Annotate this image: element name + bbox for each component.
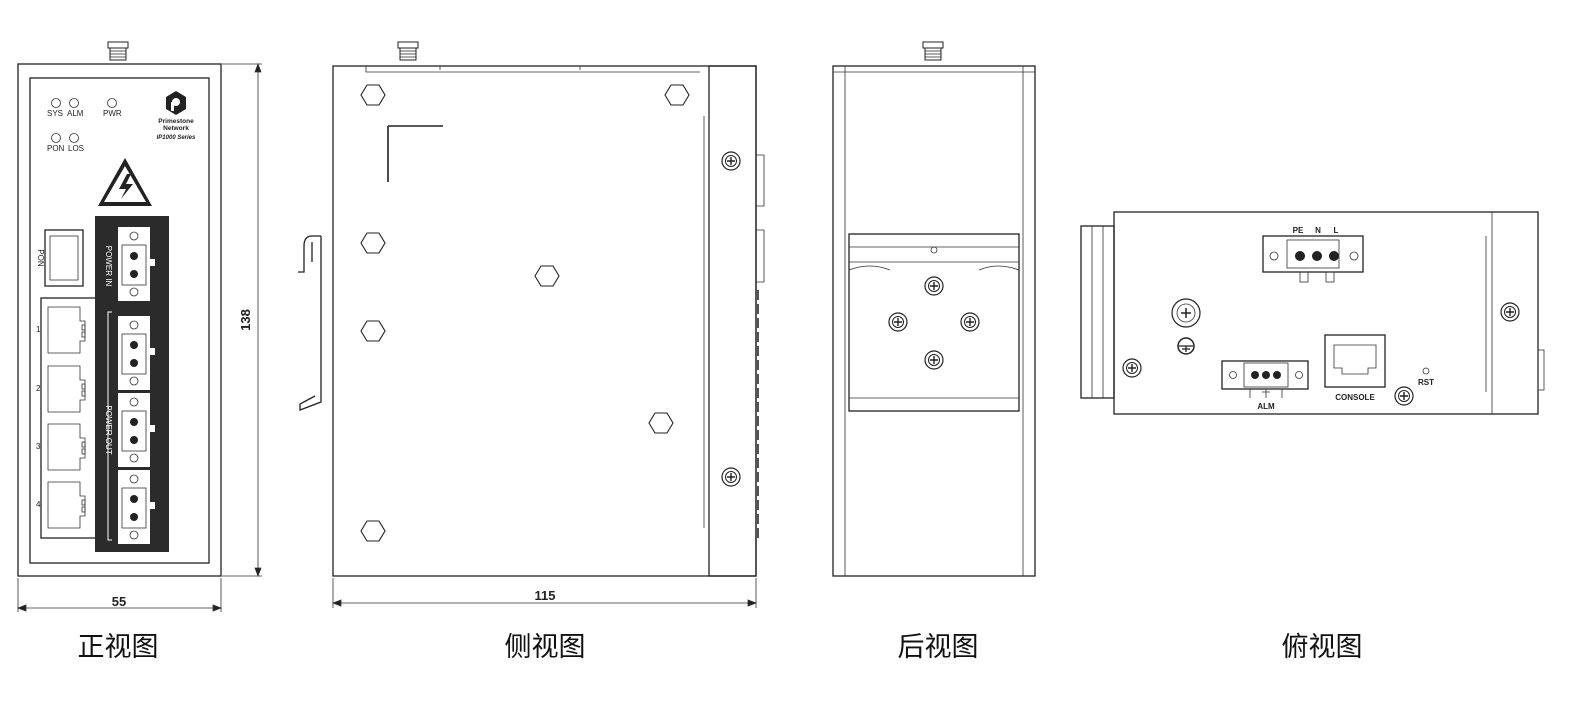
terminal-v-minus: V- (N) xyxy=(171,272,189,279)
port-number-2: 2 xyxy=(36,384,41,393)
brand-name: Primestone xyxy=(158,118,194,125)
series-label: IP1000 Series xyxy=(157,135,196,141)
top-view: PE N L ALM CONSOLE RST xyxy=(1080,211,1545,415)
terminal-v-plus: V+ (L) xyxy=(171,254,190,261)
caption-side-view: 侧视图 xyxy=(504,632,586,663)
front-dimensions xyxy=(16,62,262,612)
caption-back-view: 后视图 xyxy=(897,632,979,663)
alarm-terminal xyxy=(1221,360,1309,390)
side-hex-nuts xyxy=(360,84,690,542)
ethernet-ports xyxy=(47,306,86,529)
caption-top-view: 俯视图 xyxy=(1281,632,1363,663)
front-outer-frame xyxy=(17,63,222,577)
caption-front-view: 正视图 xyxy=(77,632,159,663)
side-screws xyxy=(721,151,741,487)
brand-network: Network xyxy=(163,125,189,132)
width-dimension: 55 xyxy=(112,594,126,609)
brand-logo-icon xyxy=(166,91,186,115)
side-view: 115 xyxy=(298,41,765,608)
n-label: N xyxy=(1315,226,1321,235)
led-pon-label: PON xyxy=(47,144,65,153)
port-number-3: 3 xyxy=(36,442,41,451)
terminal-v2-minus: V2- (N) xyxy=(171,435,194,442)
terminal-v2-plus: V2+ (L) xyxy=(171,416,194,423)
ground-screw-icon xyxy=(1171,298,1201,355)
port-number-4: 4 xyxy=(36,500,41,509)
height-dimension: 138 xyxy=(238,309,253,331)
high-voltage-warning-icon xyxy=(98,158,152,206)
din-rail-clip xyxy=(298,235,322,411)
back-view xyxy=(832,41,1036,577)
pe-label: PE xyxy=(1293,226,1304,235)
l-label: L xyxy=(1334,226,1339,235)
terminal-v1-plus: V1+ (L) xyxy=(171,339,194,346)
depth-dimension: 115 xyxy=(535,588,556,603)
reset-button xyxy=(1422,367,1430,375)
led-pwr-label: PWR xyxy=(103,109,122,118)
back-outer-frame xyxy=(832,65,1036,577)
power-input-terminal xyxy=(1262,235,1364,273)
ethernet-port-block xyxy=(40,297,98,539)
terminal-v1-minus: V1- (N) xyxy=(171,358,194,365)
din-rail-mount xyxy=(848,233,1020,412)
led-los-label: LOS xyxy=(68,144,84,153)
led-alm-label: ALM xyxy=(67,109,84,118)
power-in-label: POWER IN xyxy=(104,246,113,287)
terminal-blocks xyxy=(118,227,155,544)
pon-port-label: PON xyxy=(36,249,45,267)
rst-label: RST xyxy=(1418,378,1434,387)
terminal-v3-minus: V3- (N) xyxy=(171,512,194,519)
terminal-v3-plus: V3+ (L) xyxy=(171,493,194,500)
port-number-1: 1 xyxy=(36,325,41,334)
pon-port xyxy=(44,229,84,287)
console-label: CONSOLE xyxy=(1335,393,1375,402)
led-indicators xyxy=(51,98,117,143)
back-screws xyxy=(888,276,980,370)
console-port xyxy=(1324,334,1386,388)
led-sys-label: SYS xyxy=(47,109,63,118)
alm-label: ALM xyxy=(1257,402,1275,411)
side-outer-frame xyxy=(332,65,757,577)
front-view: SYS ALM PWR PON LOS Primestone Network I… xyxy=(16,41,262,612)
